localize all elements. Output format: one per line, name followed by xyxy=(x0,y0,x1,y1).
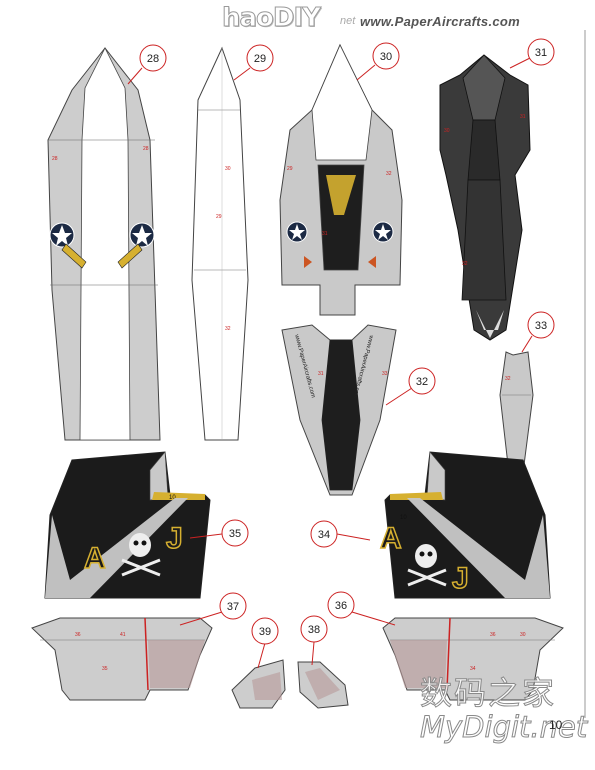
svg-text:37: 37 xyxy=(227,601,239,613)
svg-text:36: 36 xyxy=(490,632,496,638)
svg-text:29: 29 xyxy=(216,214,222,220)
callout-28: 28 xyxy=(127,44,167,85)
svg-text:28: 28 xyxy=(147,53,159,65)
haodiy-logo: haoDIY xyxy=(222,3,322,34)
svg-text:34: 34 xyxy=(318,529,330,541)
callout-34: 34 xyxy=(310,520,371,548)
svg-text:29: 29 xyxy=(287,166,293,172)
skull-left xyxy=(121,533,161,577)
svg-text:32: 32 xyxy=(386,171,392,177)
svg-text:34: 34 xyxy=(470,666,476,672)
svg-text:30: 30 xyxy=(380,51,392,63)
callout-38: 38 xyxy=(300,615,328,666)
watermark: 数码之家 MyDigit.net xyxy=(419,668,590,748)
tail-number-right: 10 xyxy=(400,515,407,521)
callout-32: 32 xyxy=(385,367,436,406)
callout-37: 37 xyxy=(179,592,247,626)
svg-text:32: 32 xyxy=(225,326,231,332)
svg-text:31: 31 xyxy=(520,114,526,120)
svg-text:36: 36 xyxy=(335,600,347,612)
part-34: 10 A J xyxy=(379,451,551,599)
svg-text:30: 30 xyxy=(444,128,450,134)
svg-text:41: 41 xyxy=(120,632,126,638)
svg-text:30: 30 xyxy=(520,632,526,638)
part-35: 10 A J xyxy=(44,451,211,599)
callout-31: 31 xyxy=(509,38,555,69)
svg-text:28: 28 xyxy=(143,146,149,152)
svg-text:32: 32 xyxy=(505,376,511,382)
part-33: 32 xyxy=(499,351,534,466)
part-38 xyxy=(297,661,349,709)
svg-text:28: 28 xyxy=(52,156,58,162)
svg-text:31: 31 xyxy=(318,371,324,377)
watermark-cn: 数码之家 xyxy=(419,674,557,713)
watermark-en: MyDigit.net xyxy=(419,710,588,745)
tail-letter-a-right: A xyxy=(380,522,402,555)
callout-39: 39 xyxy=(251,617,279,669)
callout-33: 33 xyxy=(521,311,555,353)
svg-text:38: 38 xyxy=(308,624,320,636)
tail-letter-a-left: A xyxy=(84,542,106,575)
part-28: 28 28 xyxy=(47,47,161,441)
svg-text:33: 33 xyxy=(382,371,388,377)
tail-letter-j-right: J xyxy=(452,562,469,595)
tail-letter-j-left: J xyxy=(166,522,183,555)
svg-text:39: 39 xyxy=(259,626,271,638)
svg-text:31: 31 xyxy=(535,47,547,59)
part-31: 30 31 32 xyxy=(439,54,531,341)
part-30: 29 32 31 xyxy=(279,43,403,316)
haodiy-logo-suffix: net xyxy=(340,15,356,27)
svg-text:33: 33 xyxy=(535,320,547,332)
part-37: 36 41 35 xyxy=(31,617,213,701)
svg-text:35: 35 xyxy=(229,528,241,540)
svg-text:36: 36 xyxy=(75,632,81,638)
tail-number-left: 10 xyxy=(169,495,176,501)
callout-29: 29 xyxy=(233,44,274,81)
svg-text:32: 32 xyxy=(416,376,428,388)
svg-text:31: 31 xyxy=(322,231,328,237)
part-32: www.PaperAircrafts.com www.PaperAircraft… xyxy=(281,324,397,496)
callout-30: 30 xyxy=(356,42,400,81)
svg-text:35: 35 xyxy=(102,666,108,672)
page-number: 10 xyxy=(549,718,563,732)
part-29: 29 30 32 xyxy=(191,46,249,441)
callout-35: 35 xyxy=(189,519,249,547)
page-header: haoDIY net www.PaperAircrafts.com xyxy=(222,3,592,35)
site-url: www.PaperAircrafts.com xyxy=(360,14,521,29)
svg-text:29: 29 xyxy=(254,53,266,65)
svg-text:30: 30 xyxy=(225,166,231,172)
skull-right xyxy=(407,544,447,587)
part-39 xyxy=(231,659,286,709)
svg-text:32: 32 xyxy=(462,261,468,267)
part-36: 36 30 34 xyxy=(382,617,564,701)
callout-36: 36 xyxy=(327,591,396,626)
